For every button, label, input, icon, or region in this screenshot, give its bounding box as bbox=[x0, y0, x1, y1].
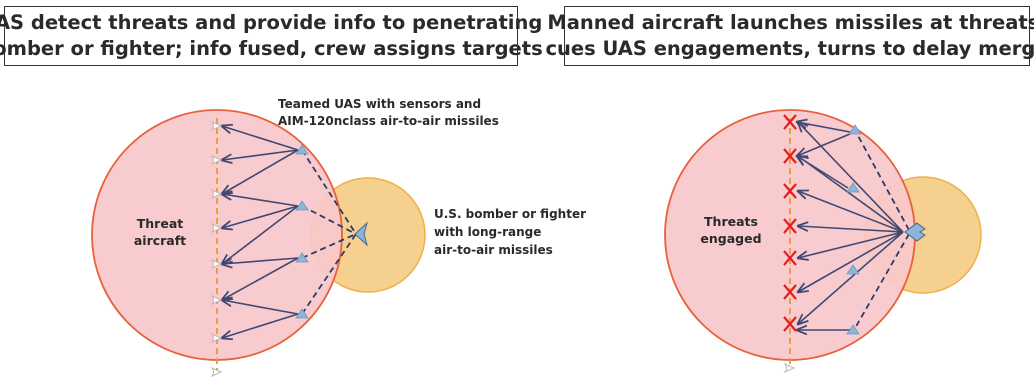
uas-icon bbox=[846, 324, 860, 335]
threat-aircraft-icon bbox=[210, 294, 223, 306]
data-link-line bbox=[301, 205, 357, 235]
right-threat-label-line1: Threats bbox=[704, 214, 758, 229]
uas-icon bbox=[846, 182, 860, 193]
left-title-line1: UAS detect threats and provide info to p… bbox=[0, 11, 543, 34]
destroyed-x-icon bbox=[783, 218, 797, 234]
threat-aircraft-icon bbox=[210, 332, 223, 344]
friendly-label-line2: with long-range bbox=[434, 225, 541, 239]
uas-label-line2: AIM-120nclass air-to-air missiles bbox=[278, 114, 499, 128]
uas-icon bbox=[846, 264, 860, 275]
right-title-line2: cues UAS engagements, turns to delay mer… bbox=[545, 37, 1034, 60]
missile-arrow bbox=[798, 122, 904, 233]
uas-icon bbox=[848, 124, 862, 135]
missile-arrow bbox=[798, 226, 904, 233]
detection-arrow bbox=[222, 257, 299, 264]
uas-label-line1: Teamed UAS with sensors and bbox=[278, 97, 481, 111]
friendly-label-line3: air-to-air missiles bbox=[434, 243, 553, 257]
threat-aircraft-icon bbox=[210, 366, 223, 378]
uas-missile-arrow bbox=[797, 133, 851, 156]
detection-arrow bbox=[222, 149, 299, 194]
detection-arrow bbox=[222, 313, 299, 338]
right-title-line1: Manned aircraft launches missiles at thr… bbox=[547, 11, 1034, 34]
detection-arrow bbox=[222, 205, 299, 264]
bomber-icon bbox=[354, 221, 368, 247]
left-threat-label-line2: aircraft bbox=[134, 233, 186, 248]
threat-aircraft-icon bbox=[783, 362, 796, 374]
destroyed-x-icon bbox=[783, 316, 797, 332]
right-threat-label: Threats engaged bbox=[700, 214, 761, 246]
threat-aircraft-icon bbox=[210, 120, 223, 132]
detection-arrow bbox=[222, 300, 299, 315]
right-panel-title: Manned aircraft launches missiles at thr… bbox=[545, 6, 1034, 66]
detection-arrow bbox=[222, 205, 299, 228]
threat-aircraft-icon bbox=[210, 188, 223, 200]
threat-aircraft-icon bbox=[210, 222, 223, 234]
cue-link-line bbox=[855, 131, 910, 231]
missile-arrow bbox=[798, 191, 904, 233]
left-threat-label-line1: Threat bbox=[137, 216, 184, 231]
cue-link-line bbox=[853, 233, 910, 331]
destroyed-x-icon bbox=[783, 284, 797, 300]
destroyed-x-icon bbox=[783, 114, 797, 130]
friendly-label-line1: U.S. bomber or fighter bbox=[434, 207, 586, 221]
detection-arrow bbox=[222, 257, 299, 300]
data-link-line bbox=[301, 233, 357, 315]
destroyed-x-icon bbox=[783, 250, 797, 266]
threat-aircraft-icon bbox=[210, 154, 223, 166]
right-threat-label-line2: engaged bbox=[700, 231, 761, 246]
uas-icon bbox=[295, 252, 309, 263]
destroyed-x-icon bbox=[783, 148, 797, 164]
left-panel-title: UAS detect threats and provide info to p… bbox=[0, 6, 543, 66]
friendly-label: U.S. bomber or fighter with long-range a… bbox=[434, 207, 586, 257]
threat-aircraft-icon bbox=[210, 258, 223, 270]
uas-icon bbox=[295, 144, 309, 155]
detection-arrow bbox=[222, 194, 299, 207]
detection-arrow bbox=[222, 126, 299, 151]
uas-label: Teamed UAS with sensors and AIM-120nclas… bbox=[278, 97, 499, 128]
detection-arrow bbox=[222, 149, 299, 160]
missile-arrow bbox=[798, 156, 904, 233]
missile-arrow bbox=[798, 231, 904, 292]
bomber-icon bbox=[904, 222, 926, 242]
missile-arrow bbox=[798, 231, 904, 324]
uas-icon bbox=[295, 308, 309, 319]
destroyed-x-icon bbox=[783, 183, 797, 199]
missile-arrow bbox=[798, 231, 904, 258]
left-title-line2: bomber or fighter; info fused, crew assi… bbox=[0, 37, 543, 60]
data-link-line bbox=[301, 149, 357, 235]
uas-icon bbox=[295, 200, 309, 211]
left-threat-label: Threat aircraft bbox=[134, 216, 186, 248]
